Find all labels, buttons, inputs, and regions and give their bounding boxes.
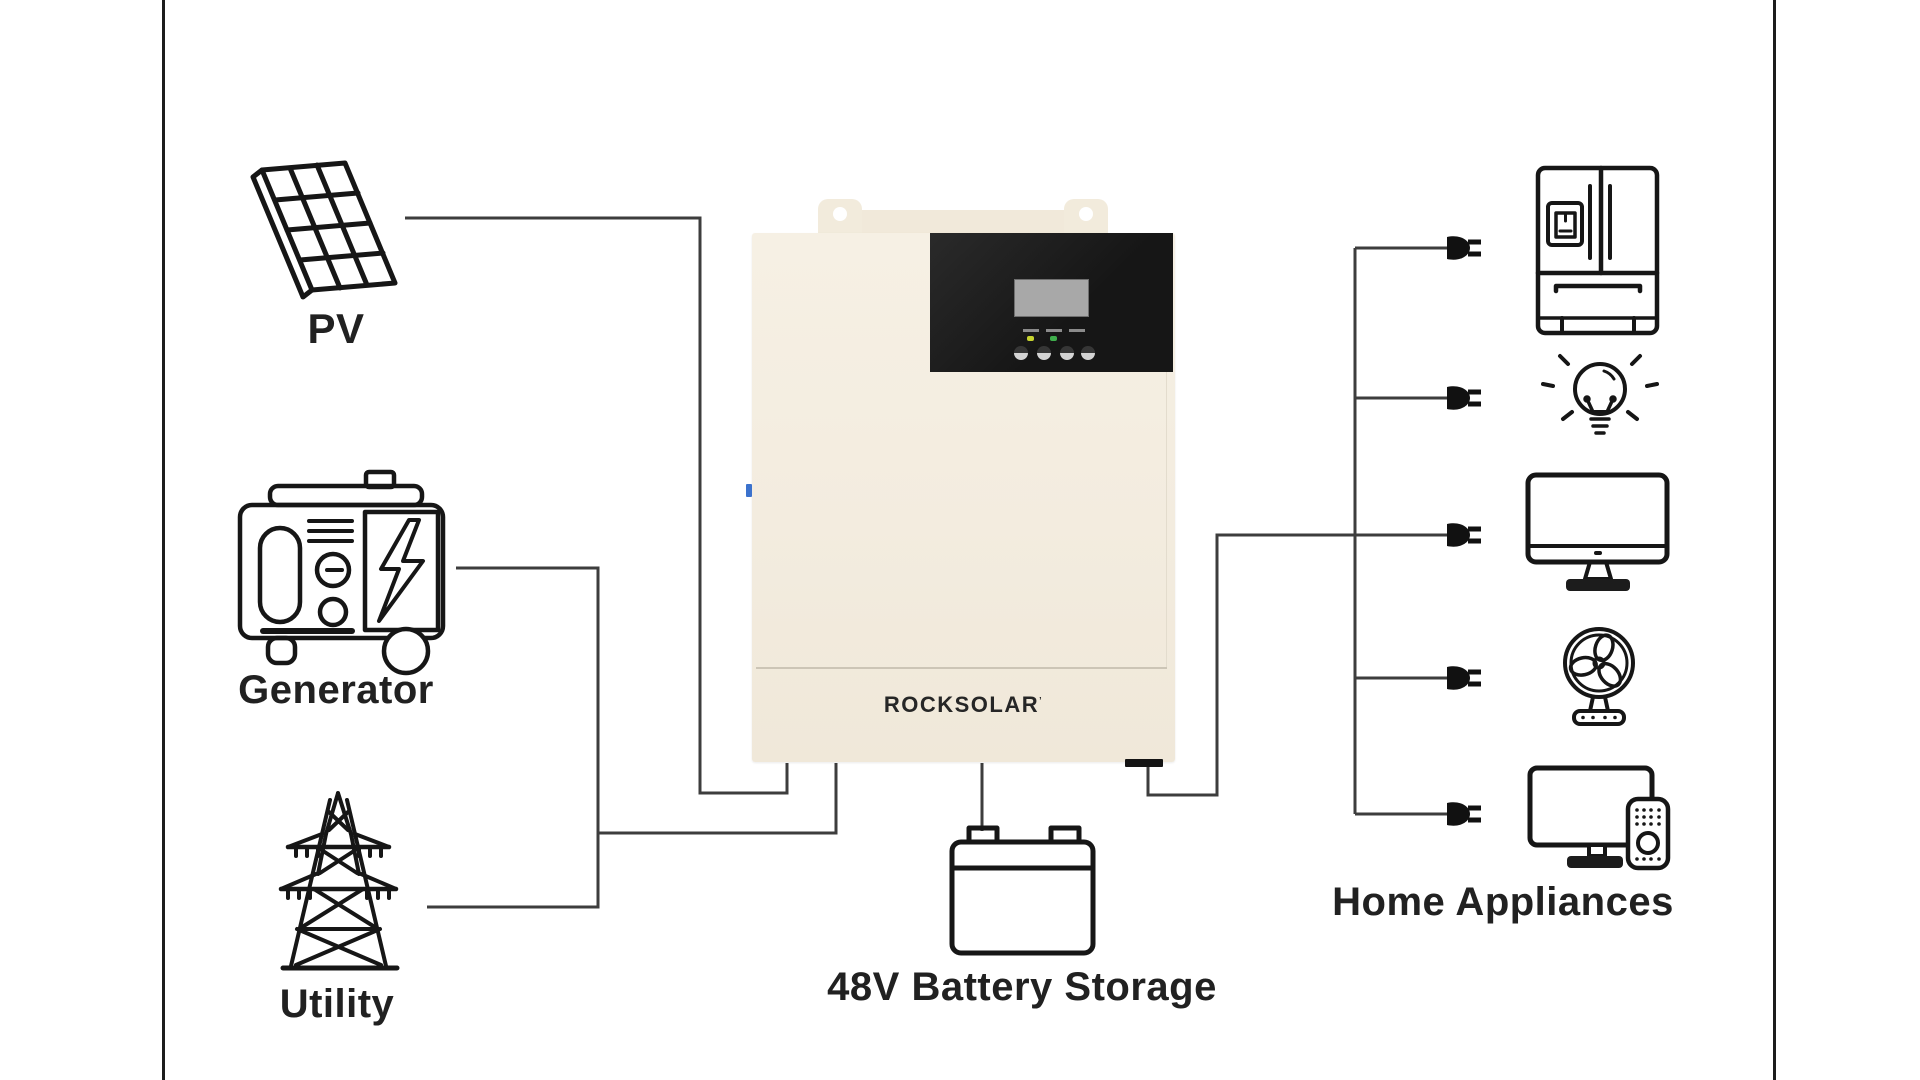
computer-monitor-icon bbox=[1525, 472, 1670, 591]
led-label bbox=[1023, 329, 1039, 332]
plug-icon bbox=[1447, 236, 1481, 260]
inverter-button bbox=[1081, 346, 1095, 360]
wire-generator-utility bbox=[427, 566, 600, 909]
left-frame-line bbox=[162, 0, 165, 1080]
wire-ac-input-to-inverter bbox=[598, 763, 838, 835]
inverter-button bbox=[1060, 346, 1074, 360]
utility-label: Utility bbox=[279, 982, 395, 1026]
home-appliances-label: Home Appliances bbox=[1332, 880, 1674, 924]
generator-icon bbox=[237, 469, 446, 676]
plug-icon bbox=[1447, 386, 1481, 410]
light-bulb-icon bbox=[1541, 354, 1659, 435]
wire-inverter-to-appliances bbox=[1146, 533, 1449, 797]
trademark-mark: ’ bbox=[1039, 695, 1044, 706]
status-led-yellow bbox=[1027, 336, 1034, 341]
inverter-panel-seam bbox=[1166, 372, 1167, 667]
inverter-brand-logo: ROCKSOLAR’ bbox=[752, 692, 1175, 718]
utility-tower-icon bbox=[278, 791, 400, 971]
inverter-side-marker bbox=[746, 484, 752, 497]
led-label bbox=[1046, 329, 1062, 332]
remote-buttons bbox=[1635, 808, 1661, 861]
wire-pv-to-inverter bbox=[405, 216, 789, 795]
inverter-button bbox=[1014, 346, 1028, 360]
solar-panel-icon bbox=[250, 160, 398, 300]
generator-label: Generator bbox=[238, 668, 434, 712]
status-led-green bbox=[1050, 336, 1057, 341]
battery-label: 48V Battery Storage bbox=[827, 965, 1217, 1009]
inverter-ac-out-connector bbox=[1125, 759, 1163, 767]
led-label bbox=[1069, 329, 1085, 332]
inverter-button bbox=[1037, 346, 1051, 360]
mounting-hole-icon bbox=[833, 207, 847, 221]
desk-fan-icon bbox=[1563, 627, 1635, 726]
inverter: ROCKSOLAR’ bbox=[746, 233, 1175, 767]
plug-icon bbox=[1447, 523, 1481, 547]
inverter-mounting-tab-left bbox=[818, 199, 862, 234]
wires bbox=[405, 216, 1481, 909]
pv-label: PV bbox=[307, 305, 365, 352]
plug-icon bbox=[1447, 802, 1481, 826]
brand-text: ROCKSOLAR bbox=[883, 692, 1040, 717]
inverter-mounting-tab-right bbox=[1064, 199, 1108, 234]
inverter-lcd-screen bbox=[1014, 279, 1089, 317]
right-frame-line bbox=[1773, 0, 1776, 1080]
refrigerator-icon bbox=[1535, 165, 1660, 336]
plug-icon bbox=[1447, 666, 1481, 690]
inverter-display-panel bbox=[930, 233, 1173, 372]
battery-icon bbox=[949, 825, 1096, 956]
mounting-hole-icon bbox=[1079, 207, 1093, 221]
tv-with-remote-icon bbox=[1527, 765, 1671, 871]
inverter-body-seam bbox=[756, 667, 1167, 669]
inverter-mounting-flange bbox=[818, 210, 1108, 234]
